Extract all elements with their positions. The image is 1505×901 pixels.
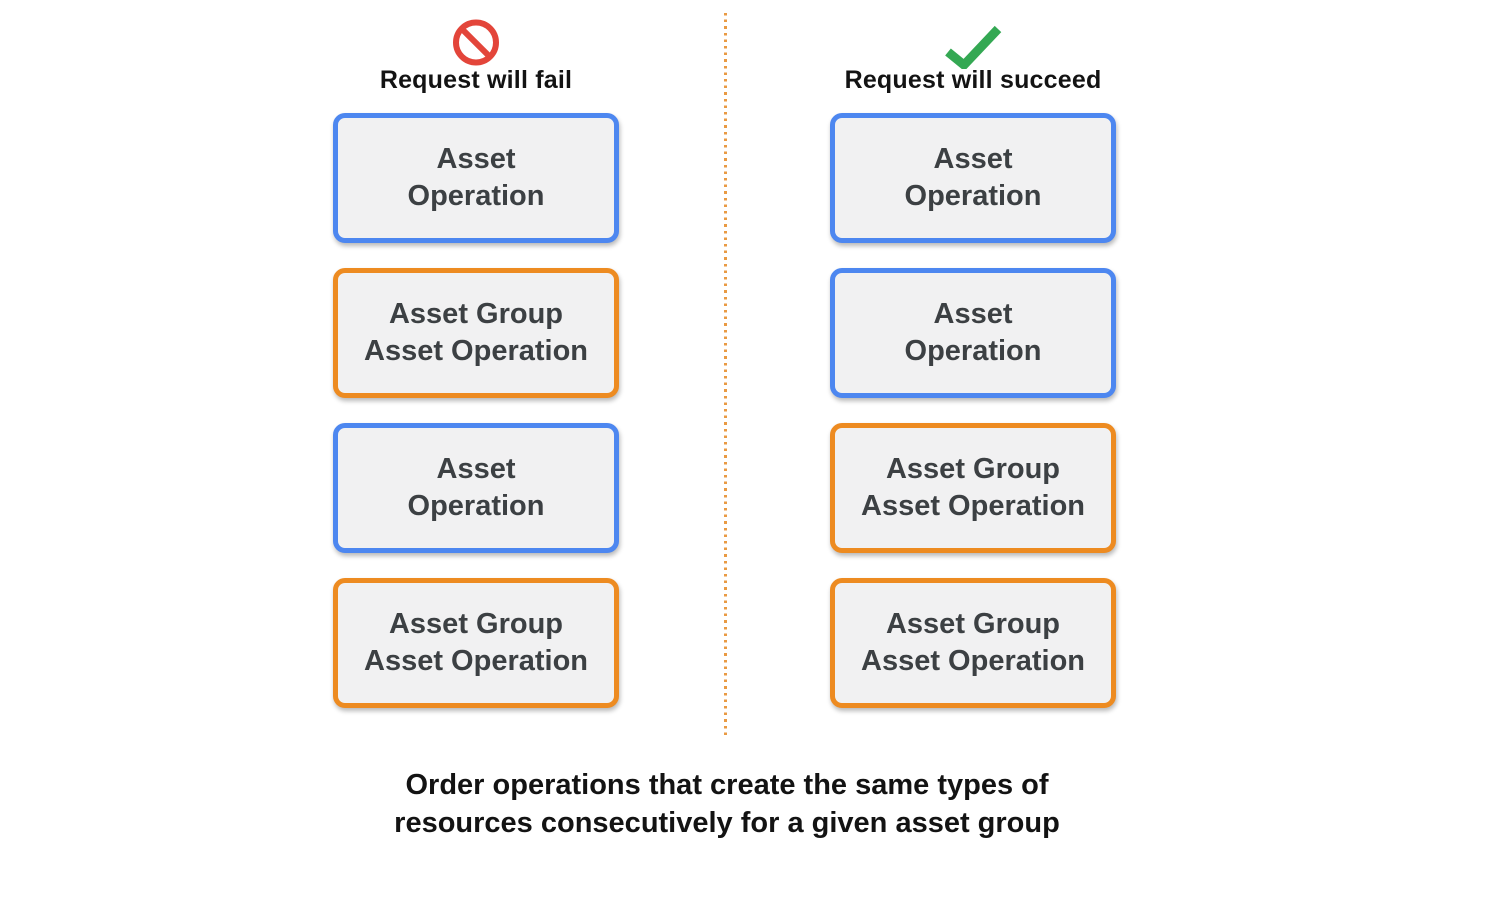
box-label-line: Asset bbox=[436, 453, 516, 485]
box-label: Asset Group Asset Operation bbox=[861, 606, 1085, 680]
succeed-column: Request will succeed Asset Operation Ass… bbox=[830, 0, 1116, 708]
box-label: Asset Group Asset Operation bbox=[861, 451, 1085, 525]
box-label-line: Asset Operation bbox=[861, 645, 1085, 677]
box-label: Asset Operation bbox=[408, 451, 545, 525]
prohibition-icon bbox=[453, 19, 500, 66]
asset-operation-box: Asset Operation bbox=[830, 113, 1116, 243]
box-label-line: Asset Operation bbox=[364, 335, 588, 367]
asset-group-asset-operation-box: Asset Group Asset Operation bbox=[333, 268, 619, 398]
fail-column-header: Request will fail bbox=[333, 0, 619, 113]
box-label-line: Operation bbox=[407, 180, 545, 212]
asset-group-asset-operation-box: Asset Group Asset Operation bbox=[333, 578, 619, 708]
box-label-line: Operation bbox=[904, 335, 1042, 367]
caption-line: Order operations that create the same ty… bbox=[405, 769, 1049, 801]
succeed-column-boxes: Asset Operation Asset Operation Asset Gr… bbox=[830, 113, 1116, 708]
box-label: Asset Operation bbox=[408, 141, 545, 215]
box-label-line: Operation bbox=[904, 180, 1042, 212]
box-label-line: Asset Group bbox=[388, 298, 564, 330]
succeed-column-header: Request will succeed bbox=[830, 0, 1116, 113]
asset-operation-box: Asset Operation bbox=[830, 268, 1116, 398]
fail-column: Request will fail Asset Operation Asset … bbox=[333, 0, 619, 708]
asset-group-asset-operation-box: Asset Group Asset Operation bbox=[830, 578, 1116, 708]
caption-line: resources consecutively for a given asse… bbox=[394, 806, 1060, 839]
box-label-line: Asset bbox=[933, 298, 1013, 330]
box-label-line: Operation bbox=[407, 490, 545, 522]
box-label: Asset Operation bbox=[905, 296, 1042, 370]
box-label: Asset Group Asset Operation bbox=[364, 606, 588, 680]
box-label-line: Asset Operation bbox=[364, 645, 588, 677]
box-label-line: Asset Group bbox=[885, 453, 1061, 485]
box-label-line: Asset Operation bbox=[861, 490, 1085, 522]
asset-operation-box: Asset Operation bbox=[333, 113, 619, 243]
fail-column-title: Request will fail bbox=[379, 66, 573, 94]
check-icon bbox=[944, 25, 1002, 69]
asset-group-asset-operation-box: Asset Group Asset Operation bbox=[830, 423, 1116, 553]
caption: Order operations that create the same ty… bbox=[332, 767, 1122, 842]
asset-operation-box: Asset Operation bbox=[333, 423, 619, 553]
box-label-line: Asset bbox=[933, 143, 1013, 175]
box-label-line: Asset bbox=[436, 143, 516, 175]
box-label-line: Asset Group bbox=[885, 608, 1061, 640]
dotted-divider bbox=[724, 13, 727, 737]
fail-column-boxes: Asset Operation Asset Group Asset Operat… bbox=[333, 113, 619, 708]
box-label: Asset Group Asset Operation bbox=[364, 296, 588, 370]
box-label-line: Asset Group bbox=[388, 608, 564, 640]
box-label: Asset Operation bbox=[905, 141, 1042, 215]
succeed-column-title: Request will succeed bbox=[844, 66, 1102, 94]
